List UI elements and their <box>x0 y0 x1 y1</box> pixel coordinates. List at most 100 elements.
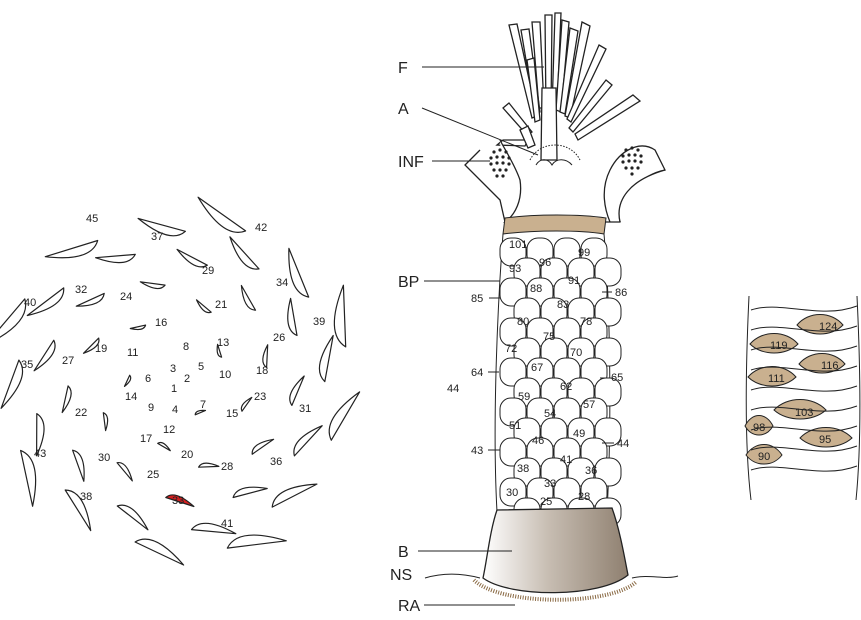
spiral-label: 18 <box>256 365 268 377</box>
stalk-label: 30 <box>506 487 518 499</box>
spiral-label: 36 <box>270 456 282 468</box>
spiral-label: 34 <box>276 277 288 289</box>
label-F: F <box>398 60 408 77</box>
spiral-label: 10 <box>219 369 231 381</box>
spiral-plate <box>252 439 273 454</box>
spiral-plate <box>103 413 107 431</box>
spiral-label: 22 <box>75 407 87 419</box>
spiral-label: 1 <box>171 383 177 395</box>
stalk-label: 83 <box>557 299 569 311</box>
spiral-plate <box>329 392 359 440</box>
spiral-plate <box>227 535 286 548</box>
spiral-plate <box>272 484 317 507</box>
spiral-label: 12 <box>163 424 175 436</box>
stalk-label: 36 <box>585 465 597 477</box>
spiral-label: 4 <box>172 404 178 416</box>
stalk-label: 91 <box>568 275 580 287</box>
spiral-plate <box>233 487 267 497</box>
spiral-label: 15 <box>226 408 238 420</box>
spiral-plate <box>230 237 259 269</box>
stalk-label: 101 <box>509 239 527 251</box>
stalk-label: 57 <box>583 399 595 411</box>
stalk-label: 28 <box>578 491 590 503</box>
spiral-plate <box>125 375 131 386</box>
spiral-plate <box>0 299 26 345</box>
spiral-label: 17 <box>140 433 152 445</box>
spiral-label: 39 <box>313 316 325 328</box>
label-NS: NS <box>390 567 412 584</box>
detail-plates <box>745 306 857 471</box>
stalk-label: 88 <box>530 283 542 295</box>
stalk-column: 101 99 96 93 91 88 86 85 83 80 78 75 72 … <box>390 13 678 615</box>
stalk-label: 96 <box>539 257 551 269</box>
plate-spiral: 1 2 3 4 5 6 7 8 9 10 11 12 13 14 15 16 1… <box>0 197 459 565</box>
detail-label: 124 <box>819 321 837 333</box>
spiral-plate <box>319 336 333 382</box>
spiral-plate <box>195 410 205 414</box>
spiral-plate <box>130 325 145 329</box>
spiral-label: 14 <box>125 391 137 403</box>
spiral-label: 6 <box>145 373 151 385</box>
label-RA: RA <box>398 598 421 615</box>
stalk-label: 25 <box>540 496 552 508</box>
detail-label: 103 <box>795 407 813 419</box>
detail-label: 116 <box>821 360 839 372</box>
stalk-label: 46 <box>532 435 544 447</box>
spiral-plate <box>45 241 97 258</box>
stalk-label: 33 <box>544 478 556 490</box>
spiral-plate <box>241 397 251 411</box>
spiral-label: 43 <box>34 448 46 460</box>
label-B: B <box>398 544 409 561</box>
label-A: A <box>398 101 409 118</box>
spiral-label: 11 <box>127 347 138 359</box>
stalk-label: 85 <box>471 293 483 305</box>
collar-band <box>503 215 606 234</box>
spiral-label: 32 <box>75 284 87 296</box>
stalk-label: 49 <box>573 428 585 440</box>
base-hold <box>483 508 628 593</box>
spiral-label: 19 <box>95 343 107 355</box>
spiral-label: 13 <box>217 337 229 349</box>
stalk-label: 59 <box>518 391 530 403</box>
spiral-label: 40 <box>24 297 36 309</box>
spiral-plate <box>73 450 85 481</box>
spiral-label: 41 <box>221 518 233 530</box>
spiral-label: 5 <box>198 361 204 373</box>
detail-label: 111 <box>768 373 785 385</box>
stalk-label: 38 <box>517 463 529 475</box>
spiral-label: 37 <box>151 231 163 243</box>
stalk-label: 99 <box>578 247 590 259</box>
spiral-plate <box>96 254 136 262</box>
spiral-label: 42 <box>255 222 267 234</box>
spiral-label: 26 <box>273 332 285 344</box>
spiral-plate-shapes <box>0 197 360 565</box>
stalk-label: 41 <box>560 454 572 466</box>
detail-label: 95 <box>819 434 831 446</box>
stalk-label: 51 <box>509 420 521 432</box>
stalk-label: 72 <box>505 343 517 355</box>
spiral-label: 7 <box>200 399 206 411</box>
spiral-plate <box>62 386 71 413</box>
detail-band <box>751 386 857 391</box>
detail-label: 90 <box>758 451 770 463</box>
filament <box>541 88 557 160</box>
spiral-plate <box>290 376 304 405</box>
spiral-plate <box>199 463 219 467</box>
spiral-label: 3 <box>170 363 176 375</box>
spiral-plate-labels: 1 2 3 4 5 6 7 8 9 10 11 12 13 14 15 16 1… <box>21 213 459 530</box>
stalk-label: 70 <box>570 347 582 359</box>
detail-band <box>751 466 857 471</box>
stalk-label: 64 <box>471 367 483 379</box>
stalk-label: 80 <box>517 316 529 328</box>
spiral-plate <box>289 248 309 297</box>
detail-label: 98 <box>753 422 765 434</box>
stalk-label: 75 <box>543 331 555 343</box>
stalk-label: 78 <box>580 316 592 328</box>
label-INF: INF <box>398 154 424 171</box>
spiral-label: 16 <box>155 317 167 329</box>
spiral-label: 28 <box>221 461 233 473</box>
spiral-label: 25 <box>147 469 159 481</box>
spiral-plate <box>334 285 345 347</box>
spiral-label: 45 <box>86 213 98 225</box>
